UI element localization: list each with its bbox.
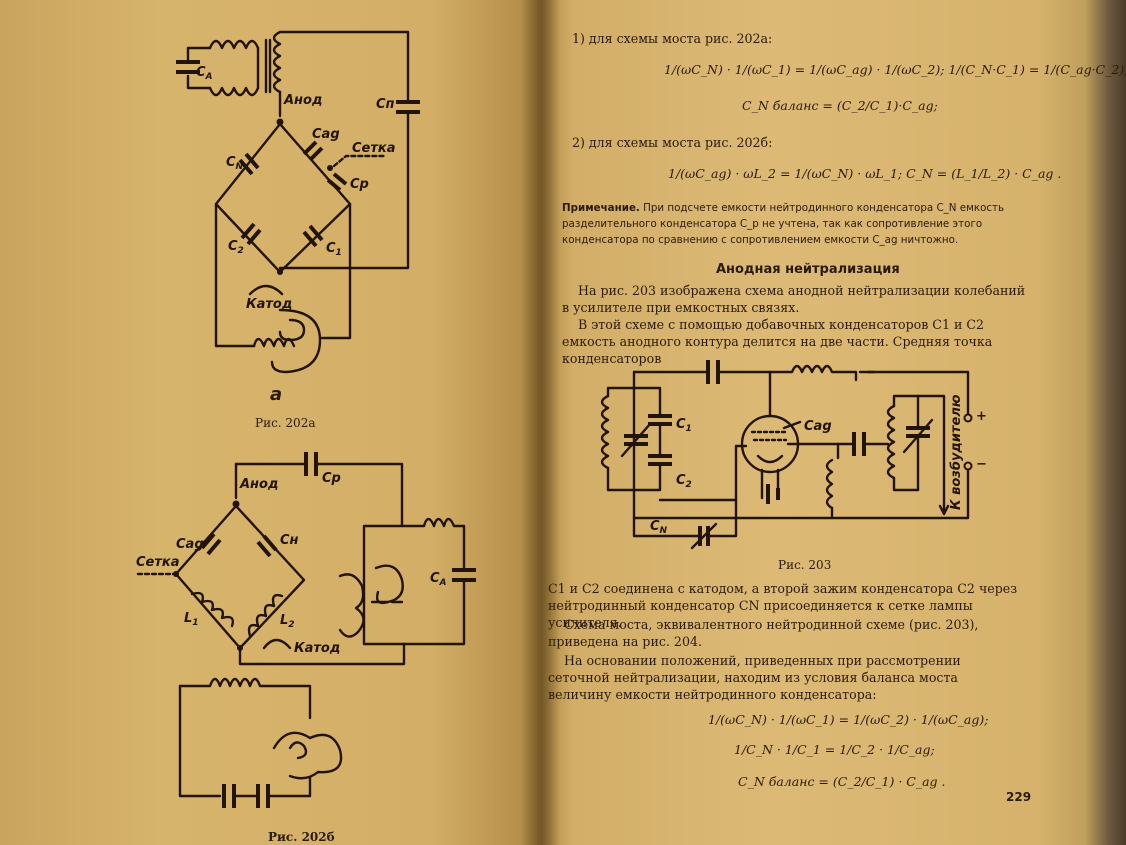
right-page: 1) для схемы моста рис. 202а: 1/(ωC_N) ·… [538,0,1126,845]
label-anode: Анод [283,93,322,108]
left-page: CA Анод Cп CN Cag Сетка Cр C2 C1 [0,0,538,845]
label-cn-203: CN [650,519,668,536]
formula2: 1/(ωC_ag) · ωL_2 = 1/(ωC_N) · ωL_1; C_N … [668,166,1062,181]
figure-203-diagram: + − C1 C2 Cag [600,360,987,550]
label-cn: CN [226,155,244,172]
label-ca-b: CA [430,571,447,588]
label-c1-203: C1 [676,417,692,434]
note: Примечание. При подсчете емкости нейтрод… [562,200,1042,248]
figure-203-caption: Рис. 203 [778,558,832,572]
label-cag: Cag [312,127,340,142]
label-cathode-b: Катод [294,641,340,656]
formula1-line1: 1/(ωC_N) · 1/(ωC_1) = 1/(ωC_ag) · 1/(ωC_… [664,62,1126,77]
paragraph-2: В этой схеме с помощью добавочных конден… [562,317,993,366]
label-l2: L2 [280,613,295,630]
label-c2-203: C2 [676,473,692,490]
formula1-line2: C_N баланс = (C_2/C_1)·C_ag; [742,98,938,113]
label-anode-b: Анод [239,477,278,492]
section-heading: Анодная нейтрализация [716,262,900,277]
paragraph-4: Схема моста, эквивалентного нейтродинной… [548,617,979,649]
paragraph-3: C1 и C2 соединена с катодом, а второй за… [548,581,1018,630]
label-cathode: Катод [246,297,292,312]
formula3-line2: 1/C_N · 1/C_1 = 1/C_2 · 1/C_ag; [734,742,935,757]
item2-label: 2) для схемы моста рис. 202б: [572,135,773,150]
figure-202b-diagram: Cр Анод Cag Cн Сетка L1 L2 Катод CA [136,452,476,808]
note-text: При подсчете емкости нейтродинного конде… [562,202,1005,246]
label-plus: + [976,409,987,424]
figure-202a-caption: Рис. 202а [255,416,316,430]
label-ca: CA [196,65,213,82]
paragraph-5: На основании положений, приведенных при … [548,653,961,702]
label-cn-b: Cн [280,533,299,548]
label-l1: L1 [184,611,199,628]
label-c2: C2 [228,239,244,256]
figure-202a-diagram: CA Анод Cп CN Cag Сетка Cр C2 C1 [176,30,420,374]
formula3-line1: 1/(ωC_N) · 1/(ωC_1) = 1/(ωC_2) · 1/(ωC_a… [708,712,989,727]
label-grid-b: Сетка [136,555,180,570]
label-grid: Сетка [352,141,396,156]
label-exciter: К возбудителю [949,394,964,510]
label-cag-203: Cag [804,419,832,434]
figure-202b-caption: Рис. 202б [268,830,335,844]
note-title: Примечание. [562,202,640,214]
label-cp-b: Cр [322,471,341,486]
label-c1: C1 [326,241,342,258]
page-number: 229 [1006,790,1032,804]
label-cp: Cр [350,177,369,192]
figure-202a-letter: а [270,384,283,405]
paragraph-1: На рис. 203 изображена схема анодной ней… [562,283,1026,315]
item1-label: 1) для схемы моста рис. 202а: [572,31,773,46]
label-minus: − [976,457,987,472]
label-cag-b: Cag [176,537,204,552]
label-cn-top: Cп [376,97,395,112]
formula3-line3: C_N баланс = (C_2/C_1) · C_ag . [738,774,946,789]
